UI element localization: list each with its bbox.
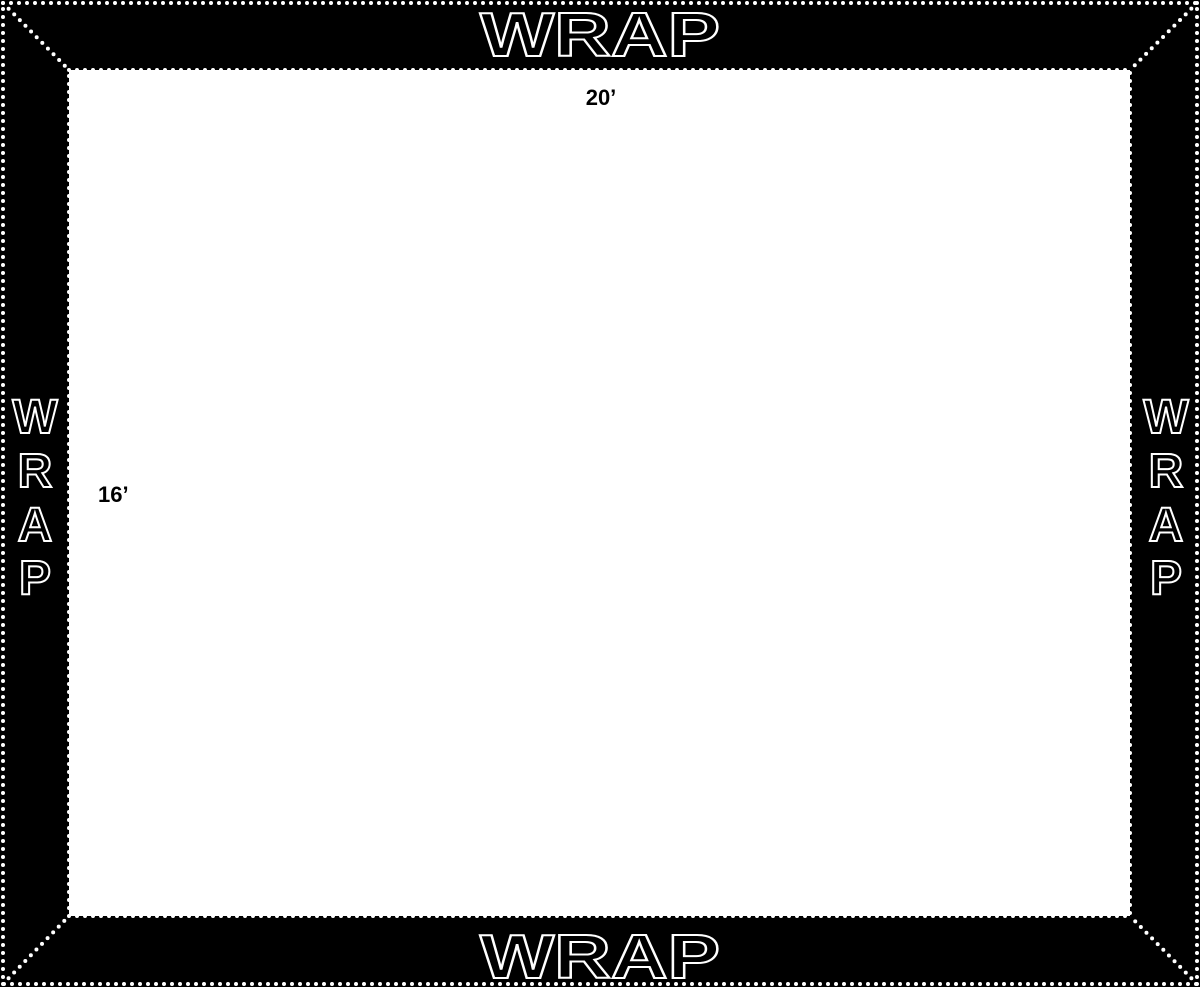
corner-seam-bottom-left bbox=[1, 914, 71, 986]
corner-seam-top-right bbox=[1128, 1, 1199, 72]
wrap-letter: A bbox=[1149, 499, 1184, 552]
corner-seam-bottom-right bbox=[1128, 914, 1199, 986]
wrap-label-right: W R A P bbox=[1142, 390, 1190, 606]
wrap-letter: P bbox=[1150, 552, 1182, 605]
dimension-width-label: 20’ bbox=[586, 85, 617, 110]
wrap-label-left: W R A P bbox=[11, 390, 59, 606]
wrap-letter: R bbox=[18, 445, 53, 498]
wrap-letter: W bbox=[1143, 391, 1189, 444]
inner-seam bbox=[67, 68, 1132, 918]
floor-area bbox=[69, 70, 1130, 916]
wrap-letter: W bbox=[12, 391, 58, 444]
wrap-label-top: WRAP bbox=[480, 1, 720, 70]
wrap-label-bottom: WRAP bbox=[480, 923, 720, 987]
wrap-letter: P bbox=[19, 552, 51, 605]
corner-seam-top-left bbox=[1, 1, 71, 72]
wrap-letter: A bbox=[18, 499, 53, 552]
dimension-height-label: 16’ bbox=[98, 482, 129, 507]
wrap-letter: R bbox=[1149, 445, 1184, 498]
